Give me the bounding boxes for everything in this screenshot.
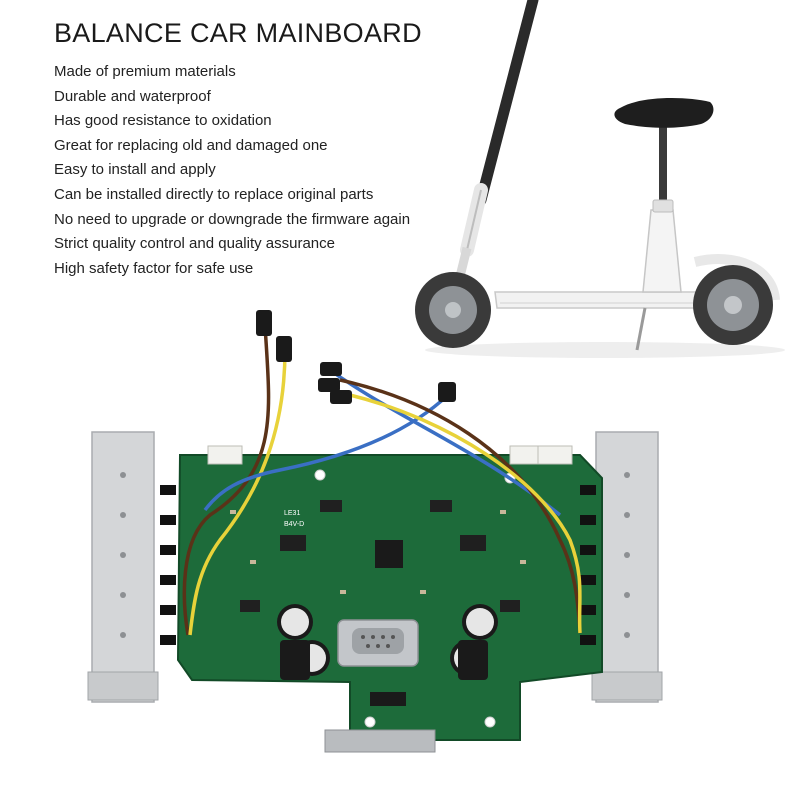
feature-item: Strict quality control and quality assur… <box>54 235 335 253</box>
feature-item: Can be installed directly to replace ori… <box>54 185 374 203</box>
product-title: BALANCE CAR MAINBOARD <box>54 18 422 48</box>
feature-item: Made of premium materials <box>54 63 236 80</box>
feature-item: Easy to install and apply <box>54 161 216 179</box>
mainboard-image: LE31 B4V-D <box>87 310 663 753</box>
silkscreen-text-1: LE31 <box>284 510 300 517</box>
feature-item: Durable and waterproof <box>54 87 211 105</box>
feature-item: High safety factor for safe use <box>54 259 254 277</box>
scooter-image <box>415 0 785 358</box>
feature-list: Made of premium materials Durable and wa… <box>54 60 410 281</box>
feature-item: Great for replacing old and damaged one <box>54 136 328 154</box>
silkscreen-text-2: B4V-D <box>284 521 304 528</box>
feature-item: No need to upgrade or downgrade the firm… <box>54 210 411 228</box>
feature-item: Has good resistance to oxidation <box>54 112 272 130</box>
